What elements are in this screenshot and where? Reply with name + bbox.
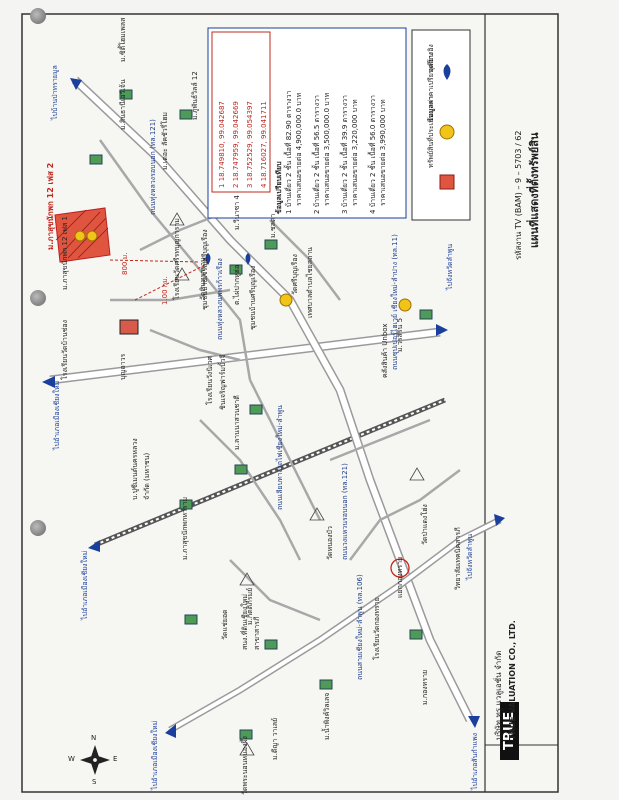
distance-1000: 1.00 กม.: [161, 276, 169, 305]
compass-rose: [80, 745, 110, 775]
place-label-p1: ม.สินธานีเอวีเจ้น: [119, 79, 127, 130]
place-label-p34: ม.กองทราย: [421, 669, 429, 705]
label-to-city-3: ไปอำเภอเมืองเชียงใหม่: [151, 720, 159, 790]
label-to-sankamphaeng: ไปอำเภอสันกำแพง: [471, 732, 479, 790]
road-106: [168, 516, 502, 734]
report-reference: รหัสงาน TV (BAM) – 9 – 5703 / 62: [514, 130, 523, 260]
report-title: แผนที่แสดงที่ตั้งทรัพย์สิน: [528, 132, 541, 248]
place-label-p33: โรงเรียนวัดกองทราย: [373, 597, 381, 660]
place-label-p10: ชุมชนบ้านศรีบุญเรือง: [249, 265, 257, 330]
place-label-p2: ม.ซิตี้โฮมเพลส: [119, 17, 127, 62]
distance-line-1000: [134, 264, 206, 301]
place-label-p12: เทศบาลตำบลไชยสถาน: [306, 247, 314, 318]
place-label-p5: ม.วีนาซา 4: [233, 195, 241, 230]
road-railway: [94, 397, 446, 548]
place-label-p30: สาขาสารภี: [253, 616, 261, 651]
company-thai-name: บริษัท ทรู แวลูเอชั่น จำกัด: [494, 650, 503, 740]
place-label-p21: ม.ลานนาสวนชาตี: [233, 395, 241, 450]
legend-comp-2-line2: ราคาเสนอขายต่อ 3,500,000.0 บาท: [323, 92, 331, 206]
legend-comp-3-line2: ราคาเสนอขายต่อ 3,220,000 บาท: [351, 99, 359, 206]
legend-subject-swatch: [439, 174, 455, 190]
compass-s: S: [92, 778, 97, 786]
place-label-p24: ม.ภาสุขนักพกหาราม: [181, 496, 189, 560]
legend-comp-4-line2: ราคาเสนอขายต่อ 3,990,000 บาท: [379, 99, 387, 206]
place-label-p25: วัดป่าแดงโฮ่ง: [421, 504, 429, 545]
place-label-p6: ต.ไผ่ปากหูฮ่อ: [233, 264, 241, 305]
place-label-p3: ม.ภูพันธ์วิลล์ 12: [191, 71, 199, 120]
place-label-p7: โรงเรียนวัดศรีรทบุญการาม: [173, 218, 181, 300]
place-label-p17: คลังสินค้า Unbox: [381, 323, 389, 379]
place-label-p16: ชุมชนบ้านเจริญศรีบุญเรือง: [201, 229, 209, 310]
legend-landmark-swatch: [443, 64, 451, 80]
punch-hole-2: [30, 290, 46, 306]
label-soi: ถนนทุ่งหลวงนพพรก้าวเรือง: [216, 258, 224, 340]
legend-coord-1: 1 18.749810, 99.042687: [218, 101, 226, 188]
label-to-city-2: ไปอำเภอเมืองเชียงใหม่: [81, 550, 89, 620]
label-outer-ring: ถนนวงแหวนรอบนอก (ทล.121): [341, 463, 349, 560]
place-label-p35: ม.น้ำพิงค์วิลเลจ: [323, 692, 331, 740]
legend-comparable-swatch: [439, 124, 455, 140]
temple-icons: [169, 212, 425, 756]
company-english-name: TRUE VALUATION CO., LTD.: [508, 620, 517, 740]
place-label-p36: ม.ดีญา วาเลย์: [271, 717, 279, 760]
comparable-marker-4: [398, 298, 412, 312]
compass-e: E: [113, 755, 118, 763]
label-railway: ถนนเลียบทางรถไฟเชียงใหม่-ลำพูน: [276, 405, 284, 510]
road-outer-ring: [71, 76, 475, 723]
label-to-lamphun-2: ไปจังหวัดลำพูน: [466, 533, 474, 580]
legend-coord-2: 2 18.747959, 99.042669: [232, 101, 240, 188]
building-icons: [89, 89, 433, 740]
landmark-pins: [205, 253, 251, 265]
subject-label: ม.ภาสุขนักพก 12 เฟส 2: [46, 162, 55, 250]
place-label-p22: บ.ปูซีเมนต์นครหลวง: [131, 438, 139, 500]
place-label-p14: ม.ภาสุขนักพก 12 เฟส 1: [61, 216, 69, 290]
subject-marker-2: [86, 230, 98, 242]
direction-arrows: [42, 78, 505, 738]
punch-hole-1: [30, 8, 46, 24]
intersection-circle: [390, 558, 410, 578]
label-road-106: ถนนสายเชียงใหม่-ลำพูน (ทล.106): [356, 574, 364, 680]
place-label-p37: วัดพระนอนหนองผึ้ง: [241, 736, 249, 795]
place-label-p15: บุญถาวร: [119, 353, 127, 380]
label-ring-top: ถนนทุ่งหลวงรอบนอก (ทล.121): [149, 119, 157, 215]
legend-landmark-label: จุดอ้างอิง: [427, 44, 435, 72]
minor-roads: [98, 139, 461, 622]
place-label-p19: โรงเรียนวังนิเวศ: [206, 356, 214, 405]
subject-marker-1: [74, 230, 86, 242]
legend-key-box: [411, 29, 471, 221]
place-label-p23: จำกัด (มหาชน): [143, 452, 151, 500]
distance-800: 800 ม.: [121, 252, 129, 275]
place-label-p29: สนง.ที่ดินเชียงใหม่: [241, 594, 249, 650]
place-label-p27: วัดแช่ยอด: [221, 609, 229, 640]
legend-coord-4: 4 18.716027, 99.041711: [260, 101, 268, 188]
place-label-p18: ม.วรสิริน 5: [396, 317, 404, 352]
distance-line-800: [109, 259, 201, 263]
place-label-p13: โรงเรียนวัดบ้านช่อง: [61, 320, 69, 380]
subject-hatch: [55, 209, 109, 259]
legend-comp-1-line2: ราคาเสนอขายต่อ 4,900,000.0 บาท: [295, 92, 303, 206]
legend-coord-3: 3 18.752529, 99.054397: [246, 101, 254, 188]
place-label-p26: วัดหนองบัว: [326, 526, 334, 560]
legend-coord-box: [211, 31, 271, 193]
place-label-p4: ม.เดอะ ลัคชัวรี่โฮม: [161, 111, 169, 170]
place-label-p9: ม.ชลดา: [269, 213, 277, 238]
compass-w: W: [68, 755, 75, 763]
punch-hole-3: [30, 520, 46, 536]
place-label-p32: วิทยาลัยเทคนิคสารภี: [454, 527, 462, 590]
place-label-p11: วัดศรีบุญเรือง: [291, 254, 299, 295]
label-to-lamphun-1: ไปจังหวัดลำพูน: [446, 243, 454, 290]
label-to-sansai: ไปบ้านป่าทรายมูล: [51, 65, 59, 120]
compass-n: N: [91, 734, 97, 742]
comparable-marker-3: [279, 293, 293, 307]
label-to-city-1: ไปอำเภอเมืองเชียงใหม่: [53, 380, 61, 450]
place-label-p31: แยกกองทราย: [396, 556, 404, 598]
place-label-p20: ชินเจริญฟาร์มบิ้วจี: [219, 354, 227, 411]
